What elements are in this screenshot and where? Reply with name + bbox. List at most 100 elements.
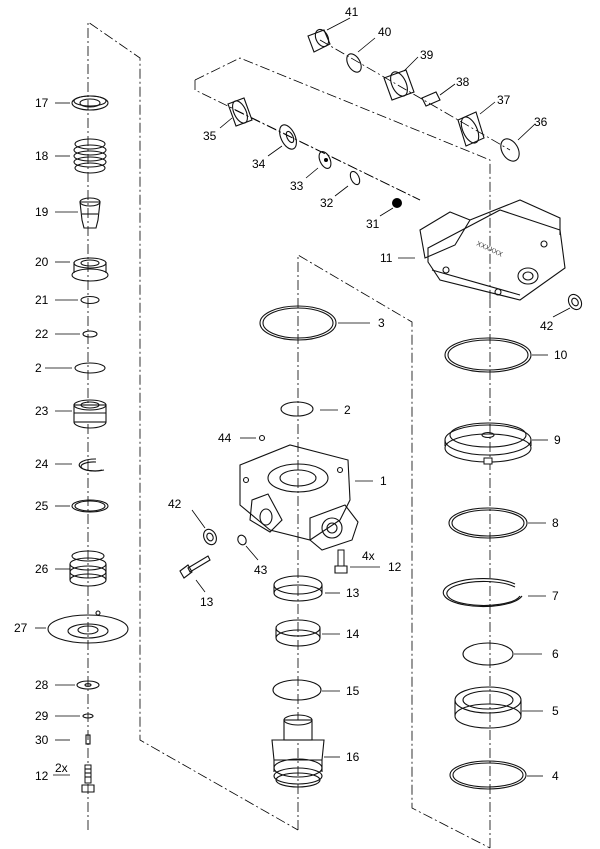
- callout-36: 36: [534, 115, 548, 129]
- part-27-plate: [47, 610, 129, 644]
- quantity-12-left: 2x: [55, 761, 68, 775]
- callout-42-center: 42: [168, 497, 182, 511]
- part-32-disk: [349, 170, 361, 186]
- callout-41: 41: [345, 5, 359, 19]
- callout-42-top: 42: [540, 319, 554, 333]
- part-30-pin: [85, 734, 91, 745]
- part-20-seat: [71, 257, 109, 282]
- callout-9: 9: [554, 433, 561, 447]
- left-column-parts: [47, 95, 129, 793]
- part-35-sleeve: [227, 97, 253, 127]
- callout-labels: 41 40 39 38 37 36 35 34 33 32 31 11 42 1…: [14, 5, 568, 783]
- callout-6: 6: [552, 647, 559, 661]
- svg-text:XXXXXX: XXXXXX: [475, 240, 504, 258]
- callout-33: 33: [290, 179, 304, 193]
- part-2-o-ring-center: [280, 401, 314, 417]
- part-19-valve: [79, 197, 101, 229]
- callout-12-left: 12: [35, 769, 49, 783]
- callout-13-screw: 13: [200, 595, 214, 609]
- callout-26: 26: [35, 562, 49, 576]
- part-11-cover: XXXXXX: [419, 199, 566, 301]
- callout-44: 44: [218, 431, 232, 445]
- part-43-ring: [237, 534, 247, 546]
- callout-20: 20: [35, 255, 49, 269]
- center-column-parts: [179, 305, 359, 788]
- part-5-piston: [454, 686, 522, 729]
- part-13-ring: [273, 575, 323, 602]
- part-12-bolt-right: [334, 549, 348, 574]
- part-34-seat: [279, 124, 297, 150]
- top-chain-parts: XXXXXX: [227, 28, 583, 311]
- callout-5: 5: [552, 704, 559, 718]
- part-23-piston: [73, 399, 107, 429]
- quantity-12-right: 4x: [362, 549, 375, 563]
- callout-22: 22: [35, 327, 49, 341]
- callout-8: 8: [552, 516, 559, 530]
- callout-2-left: 2: [35, 361, 42, 375]
- callout-1: 1: [380, 474, 387, 488]
- part-24-snap-ring: [78, 458, 105, 472]
- part-29-washer: [82, 713, 94, 719]
- right-column-parts: [442, 337, 532, 790]
- part-10-o-ring: [444, 337, 532, 373]
- callout-23: 23: [35, 404, 49, 418]
- callout-28: 28: [35, 678, 49, 692]
- part-12-bolt-left: [81, 764, 95, 793]
- part-37-piston: [457, 111, 485, 147]
- callout-4: 4: [552, 769, 559, 783]
- callout-30: 30: [35, 733, 49, 747]
- callout-43: 43: [254, 563, 268, 577]
- part-17-washer: [71, 95, 109, 111]
- part-8-ring: [448, 507, 528, 539]
- callout-27: 27: [14, 621, 28, 635]
- part-40-circlip: [346, 53, 362, 73]
- part-39-valve: [383, 69, 415, 101]
- part-13-screw: [179, 555, 211, 579]
- part-28-washer: [76, 680, 100, 690]
- part-36-o-ring: [500, 138, 520, 162]
- callout-12-right: 12: [388, 560, 402, 574]
- callout-35: 35: [203, 129, 217, 143]
- callout-29: 29: [35, 709, 49, 723]
- part-7-snap-ring: [442, 577, 523, 608]
- callout-31: 31: [366, 217, 380, 231]
- part-15-o-ring: [272, 679, 322, 701]
- callout-15: 15: [346, 684, 360, 698]
- callout-18: 18: [35, 149, 49, 163]
- part-41-cap: [307, 28, 331, 53]
- callout-2-center: 2: [344, 403, 351, 417]
- part-16-piston: [271, 714, 325, 788]
- callout-32: 32: [320, 196, 334, 210]
- leader-lines: [35, 17, 571, 777]
- callout-40: 40: [378, 25, 392, 39]
- callout-19: 19: [35, 205, 49, 219]
- part-44-washer: [258, 434, 266, 442]
- part-38-pin: [421, 91, 441, 107]
- part-4-o-ring: [449, 760, 527, 790]
- part-14-cylinder: [275, 619, 321, 647]
- part-25-ring: [71, 499, 109, 513]
- part-33-disk: [318, 151, 332, 169]
- callout-17: 17: [35, 96, 49, 110]
- part-42-ring-center: [203, 528, 217, 546]
- callout-34: 34: [252, 157, 266, 171]
- callout-16: 16: [346, 750, 360, 764]
- callout-14: 14: [346, 627, 360, 641]
- callout-11: 11: [380, 251, 393, 265]
- callout-13-ring: 13: [346, 586, 360, 600]
- callout-7: 7: [552, 589, 559, 603]
- callout-39: 39: [420, 48, 434, 62]
- part-42-ring-right: [567, 293, 583, 311]
- part-3-ring: [259, 305, 337, 341]
- callout-24: 24: [35, 457, 49, 471]
- callout-37: 37: [497, 93, 511, 107]
- callout-25: 25: [35, 499, 49, 513]
- part-21-o-ring: [80, 295, 100, 305]
- part-2-o-ring-left: [74, 362, 106, 374]
- part-22-o-ring: [82, 330, 98, 338]
- callout-10: 10: [554, 348, 568, 362]
- part-18-spring: [73, 138, 107, 174]
- callout-3: 3: [378, 316, 385, 330]
- part-26-bellows: [69, 550, 107, 587]
- part-9-diaphragm: [444, 422, 532, 465]
